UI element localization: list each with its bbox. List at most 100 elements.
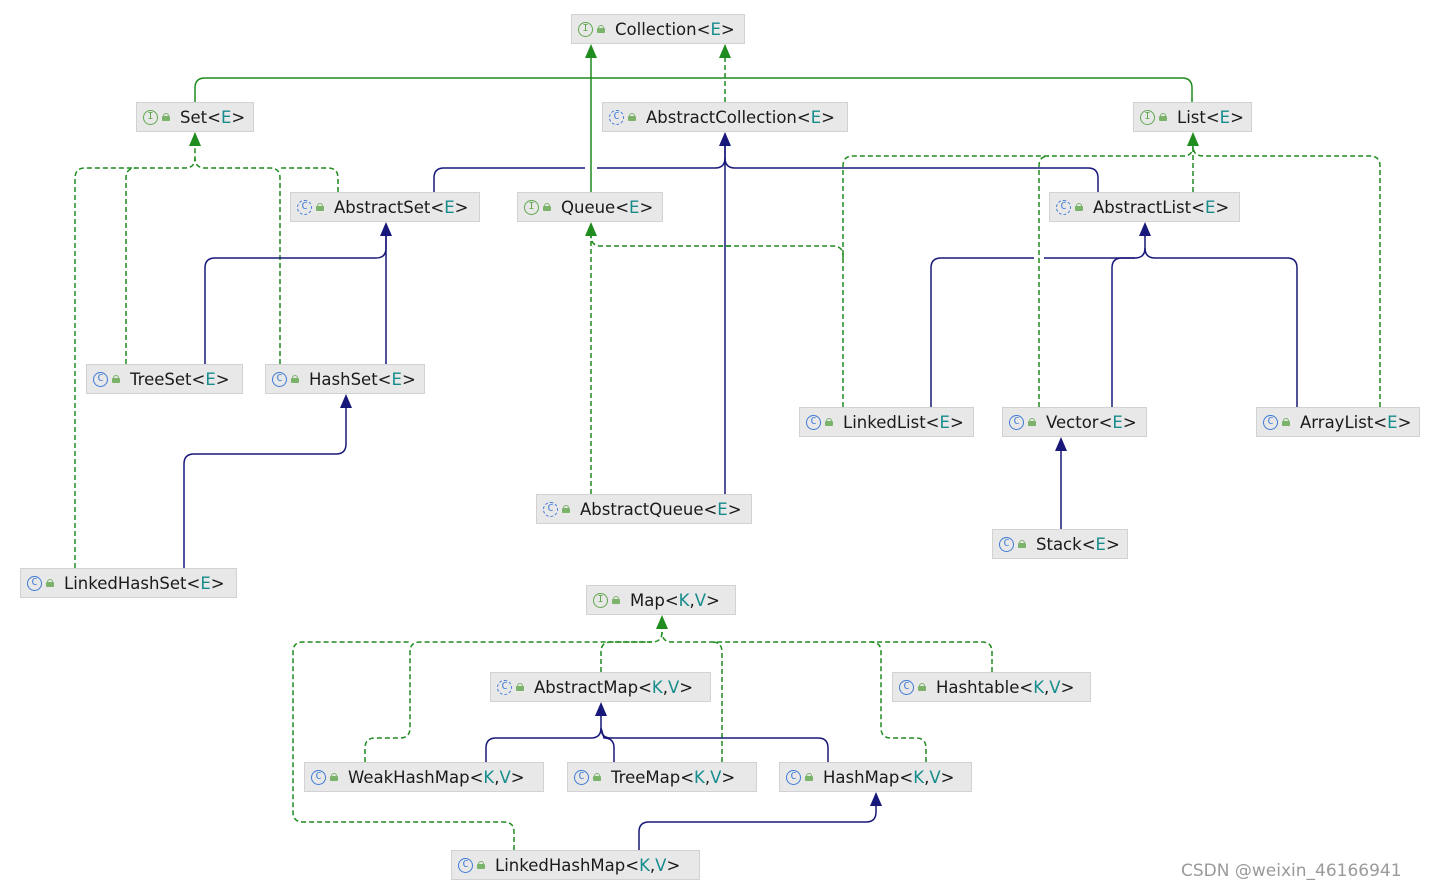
abstract-class-icon: C — [609, 109, 624, 125]
interface-icon: I — [143, 109, 158, 125]
public-lock-icon — [112, 375, 121, 383]
generic-close: > — [510, 767, 525, 787]
generic-close: > — [1230, 107, 1244, 127]
public-lock-icon — [477, 861, 486, 869]
public-lock-icon — [593, 773, 602, 781]
type-parameter: E — [205, 369, 216, 389]
class-name: List — [1177, 107, 1206, 127]
type-parameter: V — [1049, 677, 1061, 697]
class-name: Hashtable — [936, 677, 1020, 697]
generic-separator: , — [649, 855, 656, 875]
class-name: TreeSet — [130, 369, 192, 389]
generic-close: > — [454, 197, 469, 217]
generic-open: < — [1098, 412, 1113, 432]
public-lock-icon — [1018, 540, 1027, 548]
class-name: Queue — [561, 197, 616, 217]
generic-open: < — [1019, 677, 1034, 697]
abstract-class-icon: C — [1056, 199, 1071, 215]
generic-close: > — [821, 107, 835, 127]
class-icon: C — [1009, 414, 1024, 430]
class-icon: C — [1263, 414, 1278, 430]
generic-close: > — [1122, 412, 1137, 432]
public-lock-icon — [316, 203, 325, 211]
watermark: CSDN @weixin_46166941 — [1181, 861, 1402, 881]
generic-open: < — [638, 677, 652, 697]
generic-close: > — [210, 573, 225, 593]
public-lock-icon — [612, 596, 621, 604]
class-name: HashSet — [309, 369, 378, 389]
type-parameter: E — [717, 499, 728, 519]
class-node-treeset[interactable]: C TreeSet<E> — [86, 364, 243, 394]
generic-open: < — [899, 767, 914, 787]
public-lock-icon — [1282, 418, 1291, 426]
public-lock-icon — [1075, 203, 1084, 211]
generic-separator: , — [924, 767, 930, 787]
type-parameter: E — [710, 19, 721, 39]
public-lock-icon — [543, 203, 552, 211]
class-name: Stack — [1036, 534, 1082, 554]
arrowhead — [1055, 437, 1067, 451]
class-icon: C — [93, 371, 108, 387]
type-parameter: E — [1387, 412, 1398, 432]
edge-weakhashmap-to-map — [364, 641, 652, 762]
abstract-class-icon: C — [497, 679, 512, 695]
type-parameter: K — [694, 767, 705, 787]
generic-close: > — [1397, 412, 1412, 432]
type-parameter: K — [1033, 677, 1045, 697]
generic-close: > — [940, 767, 955, 787]
edge-linkedlist-to-queue — [590, 235, 731, 247]
class-node-vector[interactable]: C Vector<E> — [1002, 407, 1147, 437]
class-name: AbstractList — [1093, 197, 1192, 217]
edge-arraylist-to-abstractlist — [1144, 247, 1298, 407]
class-name: Vector — [1046, 412, 1099, 432]
type-parameter: K — [678, 590, 690, 610]
public-lock-icon — [597, 25, 606, 33]
arrowhead — [340, 394, 352, 408]
generic-close: > — [215, 369, 230, 389]
edge-abstractset-to-abstractcollection — [433, 167, 585, 192]
arrowhead — [1187, 132, 1199, 146]
type-parameter: E — [444, 197, 455, 217]
generic-open: < — [207, 107, 221, 127]
generic-close: > — [401, 369, 416, 389]
class-name: AbstractCollection — [646, 107, 797, 127]
generic-open: < — [191, 369, 206, 389]
class-name: Map — [630, 590, 665, 610]
class-name: ArrayList — [1300, 412, 1374, 432]
type-parameter: E — [1112, 412, 1123, 432]
arrowhead — [719, 44, 731, 58]
type-parameter: E — [629, 197, 640, 217]
generic-close: > — [679, 677, 694, 697]
edge-hashmap-to-map — [870, 641, 927, 762]
type-parameter: K — [913, 767, 925, 787]
generic-open: < — [1205, 107, 1220, 127]
public-lock-icon — [918, 683, 927, 691]
class-name: AbstractQueue — [580, 499, 704, 519]
public-lock-icon — [825, 418, 834, 426]
type-parameter: V — [929, 767, 941, 787]
arrowhead — [656, 615, 668, 629]
edge-treemap-to-map — [711, 641, 723, 762]
interface-icon: I — [524, 199, 539, 215]
